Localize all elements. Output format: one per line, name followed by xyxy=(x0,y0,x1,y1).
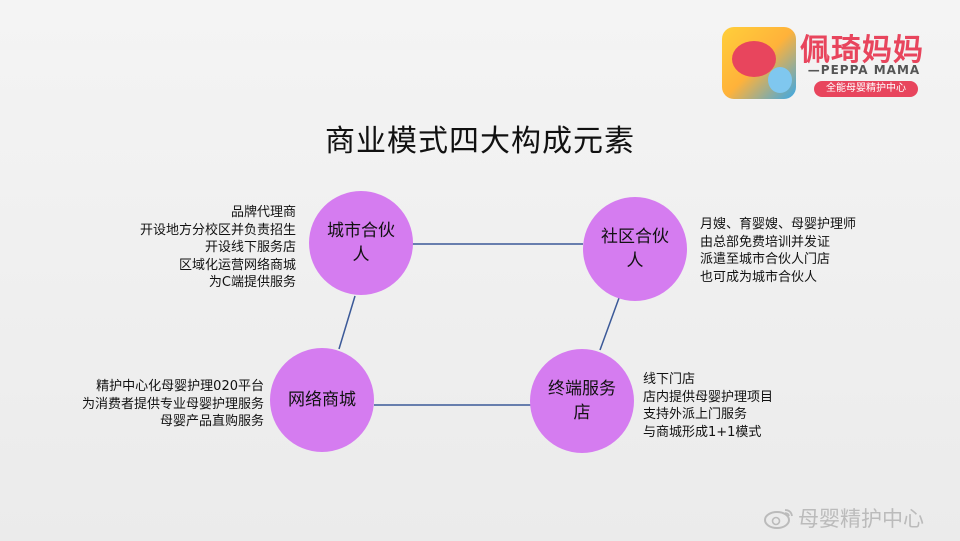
weibo-icon xyxy=(764,509,793,529)
watermark: 母婴精护中心 xyxy=(764,503,924,533)
node-city-partner: 城市合伙人 xyxy=(309,191,413,295)
desc-line: 支持外派上门服务 xyxy=(643,407,748,422)
desc-line: 为C端提供服务 xyxy=(208,275,296,290)
desc-line: 月嫂、育婴嫂、母婴护理师 xyxy=(700,217,857,232)
desc-line: 线下门店 xyxy=(643,372,696,387)
brand-logo: 佩琦妈妈 —PEPPA MAMA— 全能母婴精护中心 xyxy=(722,27,928,99)
brand-name: 佩琦妈妈 xyxy=(800,33,924,68)
desc-city-partner: 品牌代理商 开设地方分校区并负责招生 开设线下服务店 区域化运营网络商城 为C端… xyxy=(140,204,296,292)
edge-city-mall xyxy=(338,295,356,350)
desc-line: 由总部免费培训并发证 xyxy=(700,234,831,250)
desc-line: 店内提供母婴护理项目 xyxy=(643,389,774,405)
page-title: 商业模式四大构成元素 xyxy=(325,124,635,159)
node-community-partner: 社区合伙人 xyxy=(583,197,687,301)
desc-online-mall: 精护中心化母婴护理020平台 为消费者提供专业母婴护理服务 母婴产品直购服务 xyxy=(82,378,264,431)
peppa-logo-icon xyxy=(722,27,796,99)
node-city-partner-label: 城市合伙人 xyxy=(327,221,395,265)
brand-tagline: 全能母婴精护中心 xyxy=(814,81,918,97)
node-terminal-store-label: 终端服务店 xyxy=(548,379,616,423)
desc-line: 母婴产品直购服务 xyxy=(159,414,264,429)
desc-line: 开设地方分校区并负责招生 xyxy=(139,222,296,238)
node-community-partner-label: 社区合伙人 xyxy=(601,227,669,271)
edge-community-store xyxy=(599,297,620,351)
desc-line: 精护中心化母婴护理020平台 xyxy=(96,379,264,394)
node-online-mall-label: 网络商城 xyxy=(288,390,356,410)
desc-community-partner: 月嫂、育婴嫂、母婴护理师 由总部免费培训并发证 派遣至城市合伙人门店 也可成为城… xyxy=(700,216,856,286)
desc-line: 开设线下服务店 xyxy=(204,240,296,255)
watermark-text: 母婴精护中心 xyxy=(798,507,924,531)
desc-line: 为消费者提供专业母婴护理服务 xyxy=(81,396,264,412)
node-terminal-store: 终端服务店 xyxy=(530,349,634,453)
desc-line: 与商城形成1+1模式 xyxy=(643,424,762,440)
desc-line: 派遣至城市合伙人门店 xyxy=(700,252,831,267)
desc-line: 区域化运营网络商城 xyxy=(178,257,296,273)
desc-line: 品牌代理商 xyxy=(230,205,296,220)
node-online-mall: 网络商城 xyxy=(270,348,374,452)
desc-terminal-store: 线下门店 店内提供母婴护理项目 支持外派上门服务 与商城形成1+1模式 xyxy=(643,371,773,441)
desc-line: 也可成为城市合伙人 xyxy=(700,269,818,285)
